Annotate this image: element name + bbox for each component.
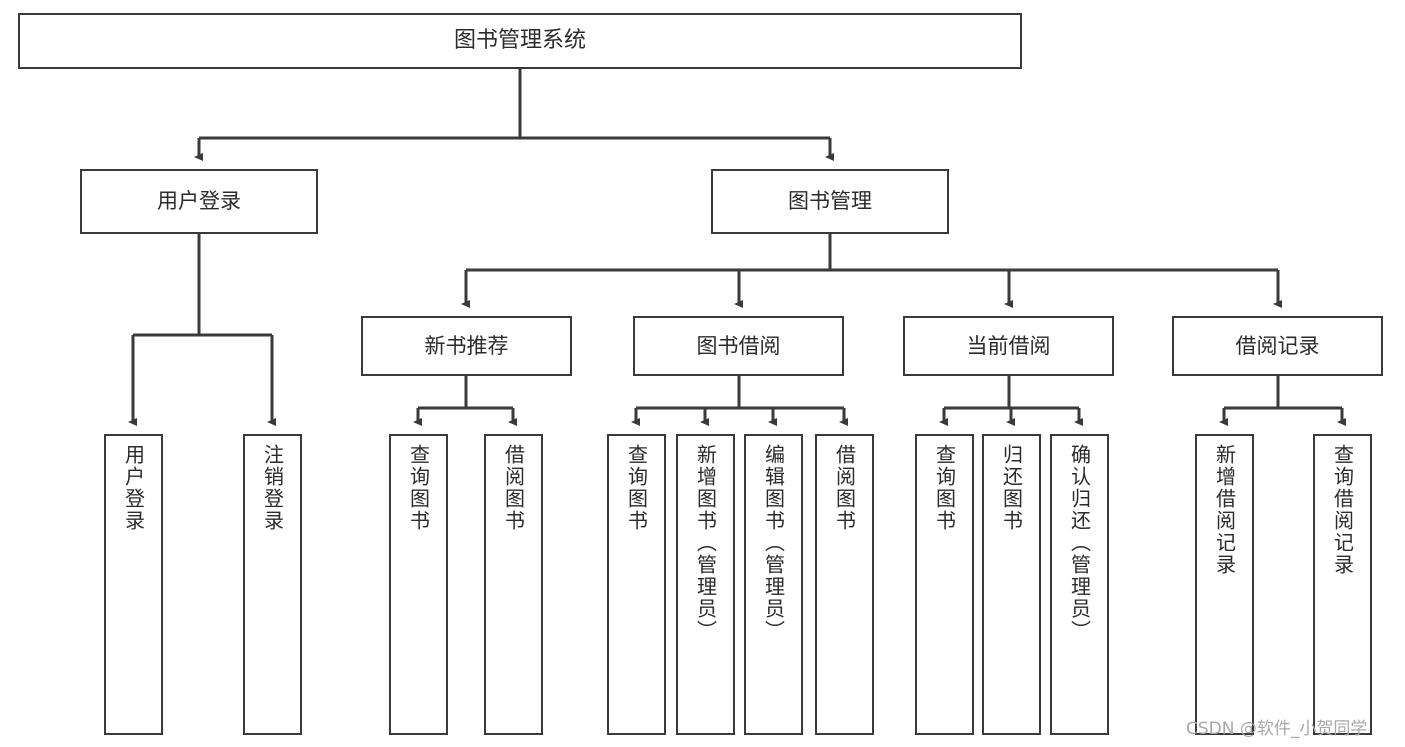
leaf-user-login-login[interactable]: 用户登录: [104, 434, 163, 735]
node-book-management[interactable]: 图书管理: [711, 169, 949, 234]
node-label: 新书推荐: [424, 333, 509, 358]
node-current-borrow[interactable]: 当前借阅: [903, 316, 1114, 376]
node-label: 查询图书: [932, 444, 957, 532]
node-label: 编辑图书（管理员）: [761, 444, 786, 642]
node-label: 查询图书: [624, 444, 649, 532]
node-user-login[interactable]: 用户登录: [80, 169, 318, 234]
leaf-recommend-borrow-book[interactable]: 借阅图书: [484, 434, 543, 735]
node-label: 借阅图书: [832, 444, 857, 532]
leaf-borrow-query-book[interactable]: 查询图书: [607, 434, 666, 735]
node-label: 归还图书: [999, 444, 1024, 532]
leaf-record-query-record[interactable]: 查询借阅记录: [1313, 434, 1372, 735]
node-label: 新增借阅记录: [1212, 444, 1237, 576]
leaf-borrow-add-book-admin[interactable]: 新增图书（管理员）: [676, 434, 735, 735]
node-label: 用户登录: [157, 189, 241, 214]
node-label: 查询图书: [406, 444, 431, 532]
node-label: 图书借阅: [696, 333, 781, 358]
node-label: 图书管理系统: [453, 28, 586, 54]
node-root-system[interactable]: 图书管理系统: [18, 13, 1022, 69]
leaf-recommend-query-book[interactable]: 查询图书: [389, 434, 448, 735]
node-label: 用户登录: [121, 444, 146, 532]
leaf-current-query-book[interactable]: 查询图书: [915, 434, 974, 735]
node-label: 借阅记录: [1235, 333, 1320, 358]
node-label: 新增图书（管理员）: [693, 444, 718, 642]
leaf-borrow-borrow-book[interactable]: 借阅图书: [815, 434, 874, 735]
node-label: 确认归还（管理员）: [1067, 444, 1092, 642]
node-new-book-recommend[interactable]: 新书推荐: [361, 316, 572, 376]
node-label: 注销登录: [260, 444, 285, 532]
leaf-current-confirm-return-admin[interactable]: 确认归还（管理员）: [1050, 434, 1109, 735]
leaf-user-login-logout[interactable]: 注销登录: [243, 434, 302, 735]
node-label: 图书管理: [788, 189, 872, 214]
leaf-current-return-book[interactable]: 归还图书: [982, 434, 1041, 735]
node-book-borrow[interactable]: 图书借阅: [633, 316, 844, 376]
node-label: 借阅图书: [501, 444, 526, 532]
node-label: 查询借阅记录: [1330, 444, 1355, 576]
node-label: 当前借阅: [966, 333, 1051, 358]
csdn-watermark: CSDN @软件_小贺同学: [1186, 719, 1368, 739]
leaf-record-add-record[interactable]: 新增借阅记录: [1195, 434, 1254, 735]
node-borrow-record[interactable]: 借阅记录: [1172, 316, 1383, 376]
leaf-borrow-edit-book-admin[interactable]: 编辑图书（管理员）: [744, 434, 803, 735]
